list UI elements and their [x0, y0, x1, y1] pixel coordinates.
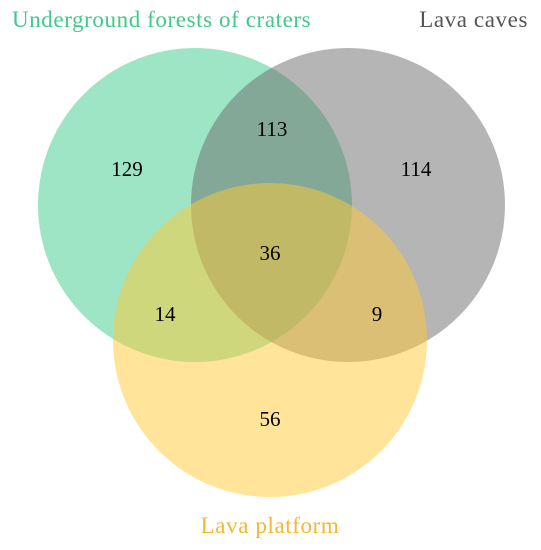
region-count-forests-caves: 113	[257, 117, 288, 141]
region-count-platform-only: 56	[260, 407, 281, 431]
set-label-lava-platform: Lava platform	[201, 513, 340, 538]
venn-circle-lava-platform	[113, 183, 427, 497]
set-label-underground-forests: Underground forests of craters	[12, 7, 311, 32]
region-count-all-three: 36	[260, 241, 281, 265]
region-count-caves-platform: 9	[372, 302, 383, 326]
region-count-forests-only: 129	[111, 157, 143, 181]
region-count-caves-only: 114	[401, 157, 432, 181]
set-label-lava-caves: Lava caves	[419, 7, 528, 32]
region-count-forests-platform: 14	[155, 302, 177, 326]
